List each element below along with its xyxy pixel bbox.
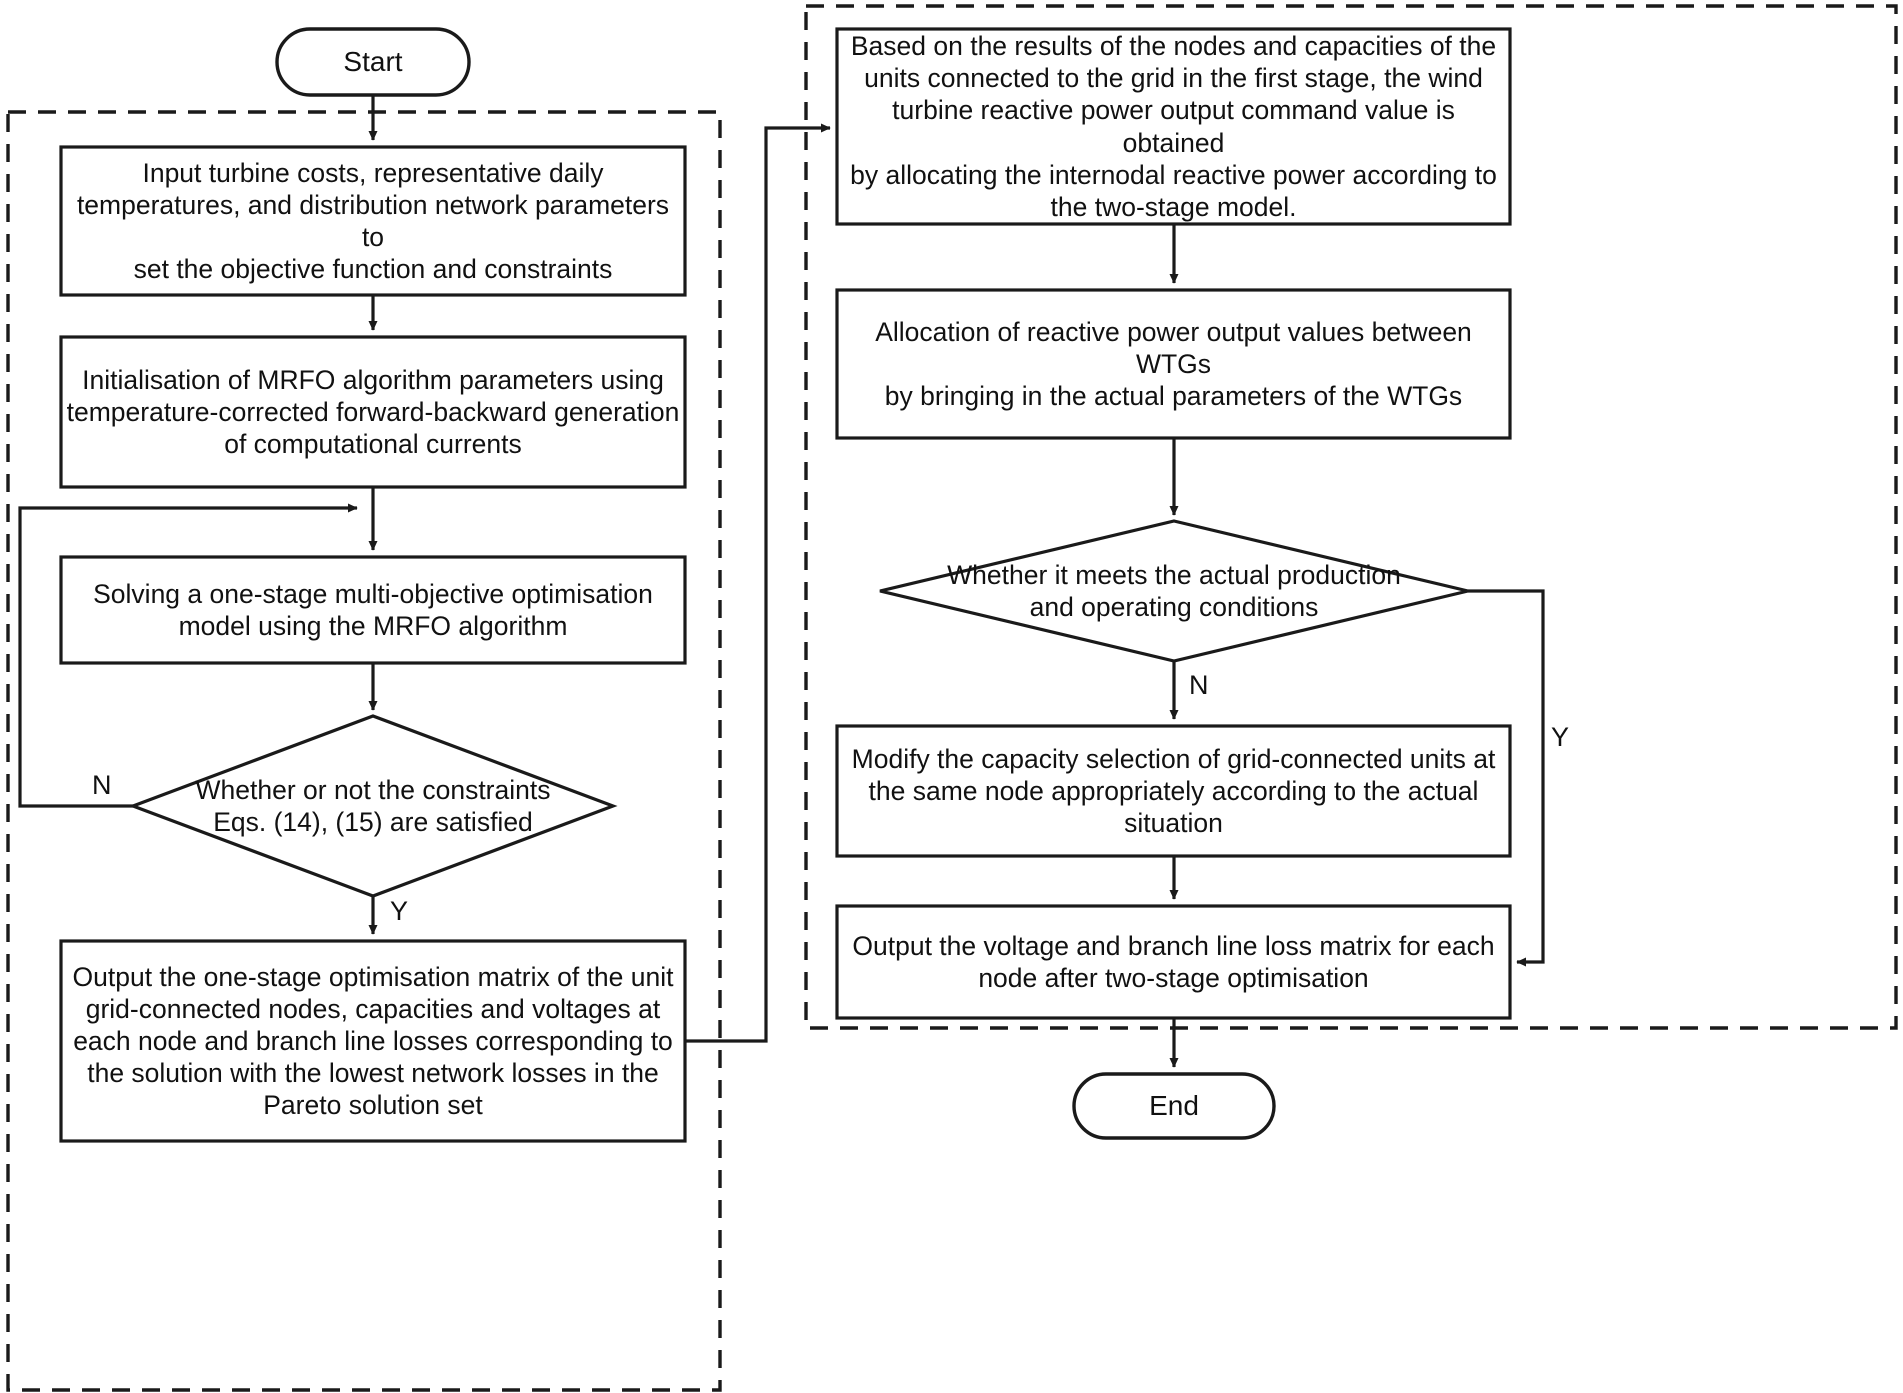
allocation-wtgs-box: [835, 288, 1512, 440]
production-no-label: N: [1189, 670, 1209, 700]
edge-production-yes-bypass: [1468, 589, 1545, 967]
output-stage1-box: [59, 939, 687, 1143]
edge-constraints-no-loop: [18, 503, 358, 808]
constraints-no-label: N: [92, 770, 112, 800]
production-yes-label: Y: [1551, 722, 1570, 752]
production-check-diamond: [879, 519, 1469, 663]
constraints-yes-label: Y: [390, 896, 409, 926]
reactive-command-box: [835, 27, 1512, 226]
end-terminator: [1072, 1072, 1276, 1140]
first-stage-panel: [6, 110, 722, 1392]
start-terminator: [275, 27, 471, 97]
constraints-diamond: [128, 714, 618, 898]
output-stage2-box: [835, 904, 1512, 1020]
second-stage-panel: [804, 4, 1898, 1030]
input-params-box: [59, 145, 687, 297]
edge-stage1-output-to-stage2: [685, 123, 831, 1043]
modify-capacity-box: [835, 724, 1512, 858]
init-mrfo-box: [59, 335, 687, 489]
solve-stage1-box: [59, 555, 687, 665]
